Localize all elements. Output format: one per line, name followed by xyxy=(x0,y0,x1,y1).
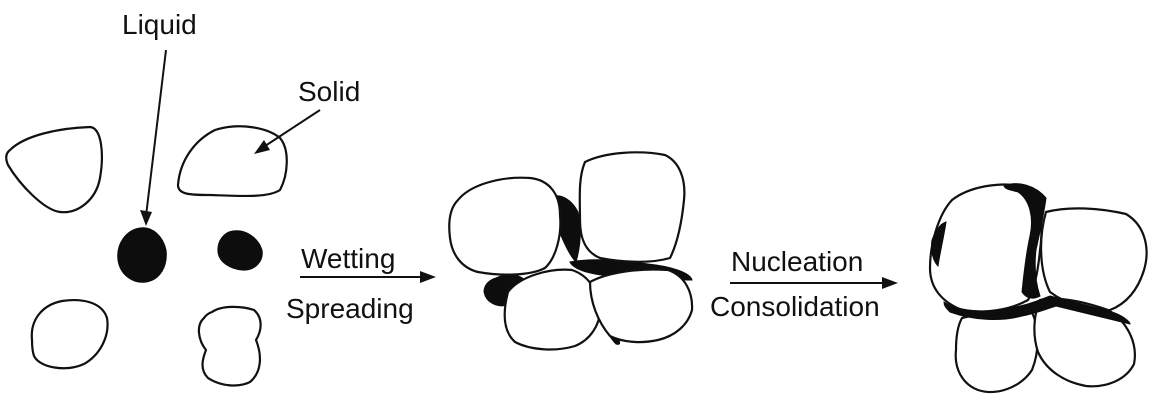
solid-grain xyxy=(580,152,685,261)
liquid-pointer xyxy=(140,50,166,226)
solid-grain xyxy=(6,127,102,212)
solid-grain xyxy=(199,307,261,386)
solid-grain xyxy=(590,270,692,343)
stage-consolidated xyxy=(930,184,1147,392)
step1-top-label: Wetting xyxy=(301,243,395,274)
stage-initial xyxy=(6,126,287,385)
solid-grain xyxy=(32,300,108,368)
solid-label: Solid xyxy=(298,76,360,107)
solid-grain xyxy=(449,178,560,275)
process-arrow-nucleation xyxy=(730,277,898,289)
liquid-droplet xyxy=(118,228,167,283)
stage-wetting xyxy=(449,152,692,349)
step2-top-label: Nucleation xyxy=(731,246,863,277)
step2-bottom-label: Consolidation xyxy=(710,291,880,322)
solid-grain xyxy=(1041,208,1146,310)
solid-grain xyxy=(505,270,600,350)
solid-grain xyxy=(178,126,287,196)
liquid-droplet xyxy=(218,231,262,270)
step1-bottom-label: Spreading xyxy=(286,293,414,324)
liquid-label: Liquid xyxy=(122,9,197,40)
